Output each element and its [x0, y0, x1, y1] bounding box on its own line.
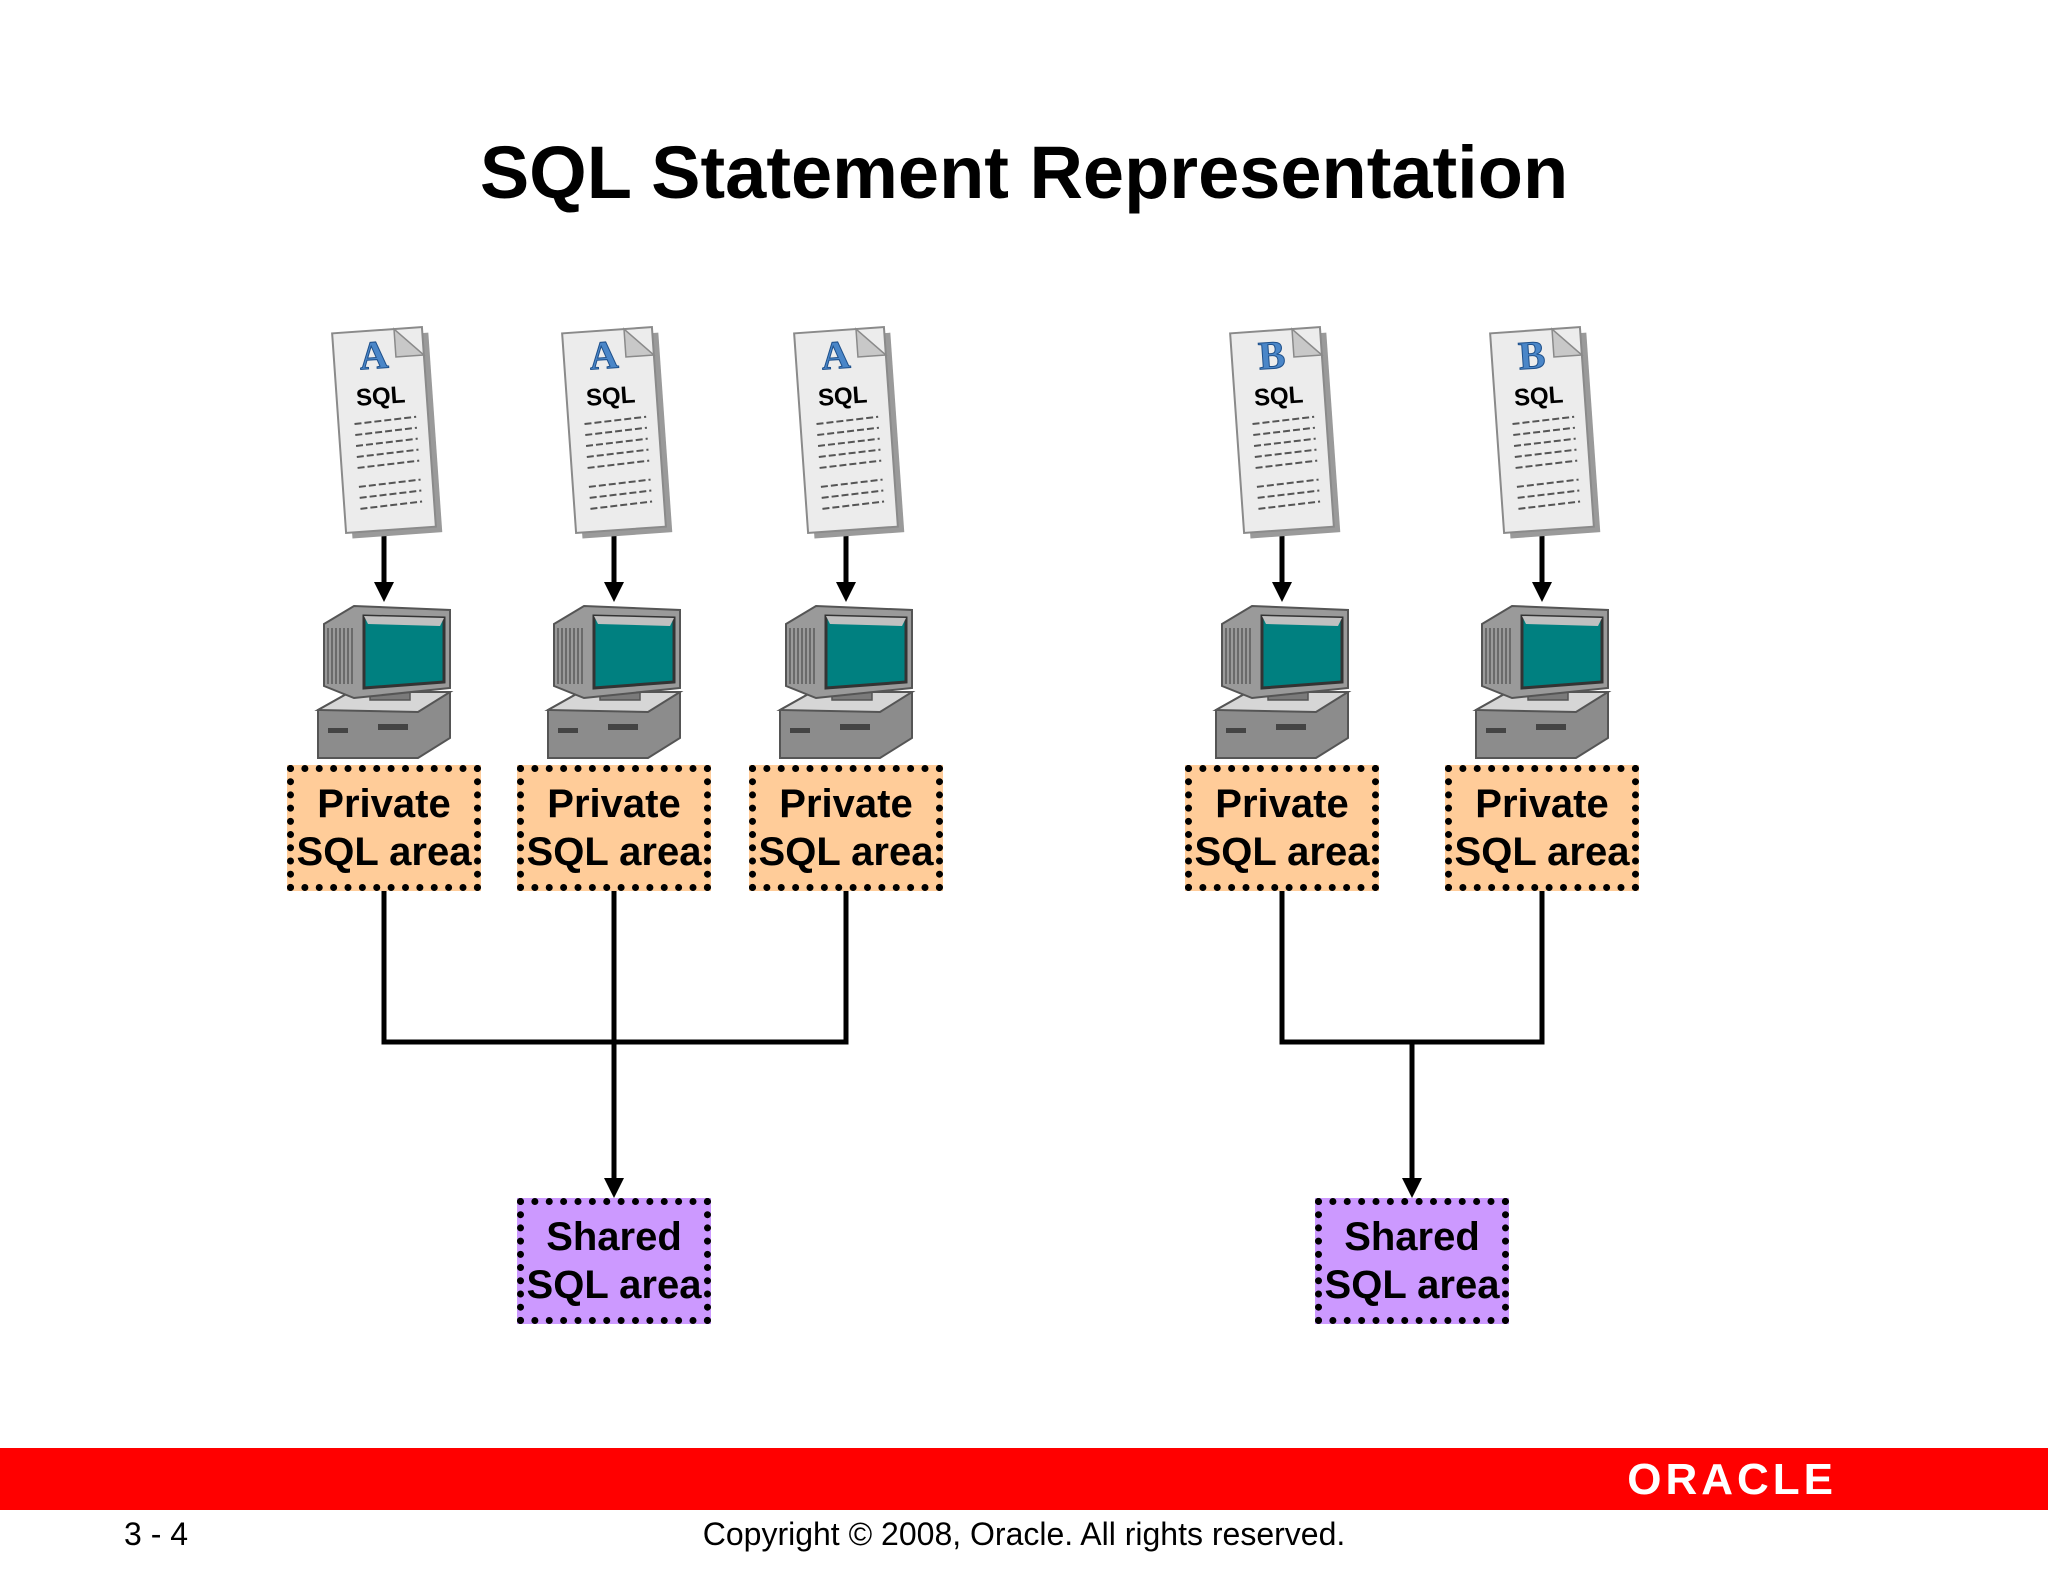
oracle-logo: ORACLE [1627, 1455, 1837, 1504]
private-sql-area-line2: SQL area [1454, 830, 1630, 874]
document-letter: B [1517, 332, 1547, 379]
document-letter: A [820, 332, 852, 379]
private-sql-area-line2: SQL area [526, 830, 702, 874]
private-sql-area-line1: Private [547, 782, 681, 826]
computer-icon [1472, 604, 1612, 759]
footer-bar: ORACLE [0, 1448, 2048, 1510]
document-label: SQL [1513, 381, 1564, 411]
document-letter: A [588, 332, 620, 379]
page-number: 3 - 4 [124, 1516, 189, 1552]
document-label: SQL [817, 381, 868, 411]
private-sql-area-line1: Private [779, 782, 913, 826]
document-label: SQL [585, 381, 636, 411]
private-sql-area-line2: SQL area [758, 830, 934, 874]
copyright-text: Copyright © 2008, Oracle. All rights res… [702, 1516, 1346, 1552]
computer-icon [314, 604, 454, 759]
slide-title: SQL Statement Representation [479, 131, 1569, 214]
private-sql-area-line2: SQL area [1194, 830, 1370, 874]
computer-icon [776, 604, 916, 759]
shared-sql-area-line2: SQL area [1324, 1263, 1500, 1307]
computer-icon [1212, 604, 1352, 759]
document-label: SQL [355, 381, 406, 411]
document-letter: A [358, 332, 390, 379]
private-sql-area-line1: Private [317, 782, 451, 826]
private-sql-area-line1: Private [1215, 782, 1349, 826]
document-label: SQL [1253, 381, 1304, 411]
document-letter: B [1257, 332, 1287, 379]
shared-sql-area-line1: Shared [1344, 1215, 1480, 1259]
private-sql-area-line2: SQL area [296, 830, 472, 874]
shared-sql-area-line1: Shared [546, 1215, 682, 1259]
private-sql-area-line1: Private [1475, 782, 1609, 826]
computer-icon [544, 604, 684, 759]
shared-sql-area-line2: SQL area [526, 1263, 702, 1307]
